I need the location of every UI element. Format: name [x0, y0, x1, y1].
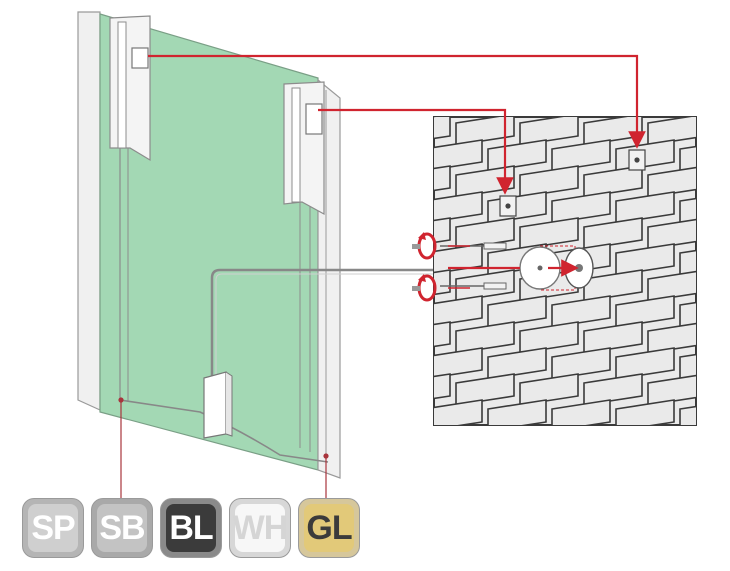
junction-box — [203, 371, 233, 439]
brick — [551, 347, 611, 380]
brick — [648, 426, 706, 457]
brick — [519, 165, 579, 198]
brick — [551, 295, 611, 328]
finish-options: SP SB BL WH GL — [22, 498, 362, 560]
brick — [434, 217, 451, 244]
brick — [360, 140, 418, 171]
left-hanging-bracket — [109, 15, 151, 162]
brick — [434, 347, 483, 379]
brick — [519, 217, 579, 250]
finish-gl-badge[interactable]: GL — [298, 498, 360, 558]
brick — [679, 197, 696, 224]
brick — [434, 165, 451, 192]
brick — [392, 426, 450, 457]
brick — [487, 399, 547, 425]
brick — [360, 88, 418, 119]
brick — [712, 270, 730, 301]
brick — [434, 191, 483, 223]
brick — [712, 166, 730, 197]
brick — [434, 269, 451, 296]
finish-label: SB — [99, 508, 145, 547]
brick — [647, 117, 696, 146]
brick — [615, 399, 675, 425]
brick — [360, 192, 418, 223]
brick — [647, 166, 696, 198]
brick — [551, 399, 611, 425]
brick — [647, 374, 696, 406]
brick — [583, 217, 643, 250]
finish-sb-badge[interactable]: SB — [91, 498, 153, 558]
brick — [712, 426, 730, 457]
finish-sp-badge[interactable]: SP — [22, 498, 84, 558]
brick — [519, 321, 579, 354]
brick — [615, 191, 675, 224]
brick — [434, 373, 451, 400]
brick — [360, 296, 418, 327]
brick — [712, 322, 730, 353]
brick — [615, 295, 675, 328]
brick — [679, 117, 696, 120]
brick — [434, 117, 443, 119]
brick — [679, 301, 696, 328]
brick — [455, 217, 515, 250]
brick — [647, 218, 696, 250]
brick — [679, 353, 696, 380]
brick — [487, 347, 547, 380]
brick — [455, 117, 515, 146]
rotate-arrow-icon — [412, 232, 437, 302]
brick — [551, 139, 611, 172]
brick — [360, 400, 418, 431]
brick — [615, 117, 635, 120]
brick — [712, 374, 730, 405]
brick — [679, 249, 696, 276]
finish-label: WH — [232, 508, 289, 547]
wall-bracket-icon — [499, 149, 646, 217]
screw-icon — [440, 242, 507, 290]
brick — [434, 321, 451, 348]
brick — [360, 348, 418, 379]
brick — [519, 117, 579, 146]
brick — [434, 243, 483, 275]
brick — [615, 347, 675, 380]
brick — [434, 117, 451, 140]
brick — [583, 373, 643, 406]
brick — [712, 114, 730, 145]
brick — [712, 218, 730, 249]
bracket-arrows — [148, 54, 646, 289]
brick — [615, 243, 675, 276]
brick — [519, 373, 579, 406]
finish-pointer-lines — [118, 397, 329, 500]
brick — [583, 269, 643, 302]
brick — [487, 139, 547, 172]
right-hanging-bracket — [283, 81, 325, 216]
brick — [583, 165, 643, 198]
finish-wh-badge[interactable]: WH — [229, 498, 291, 558]
heating-cable — [119, 268, 520, 463]
brick — [520, 426, 578, 457]
brick — [583, 321, 643, 354]
brick — [584, 426, 642, 457]
finish-bl-badge[interactable]: BL — [160, 498, 222, 558]
brick — [551, 117, 571, 120]
brick — [455, 373, 515, 406]
finish-label: BL — [169, 508, 213, 547]
brick — [434, 399, 483, 425]
finish-label: SP — [31, 508, 75, 547]
brick — [647, 322, 696, 354]
brick — [551, 191, 611, 224]
brick — [456, 426, 514, 457]
brick — [487, 295, 547, 328]
brick — [679, 405, 696, 425]
brick — [434, 295, 483, 327]
finish-label: GL — [306, 508, 352, 547]
brick — [679, 145, 696, 172]
brick — [455, 321, 515, 354]
brick — [487, 117, 507, 120]
brick — [434, 139, 483, 171]
brick — [647, 270, 696, 302]
